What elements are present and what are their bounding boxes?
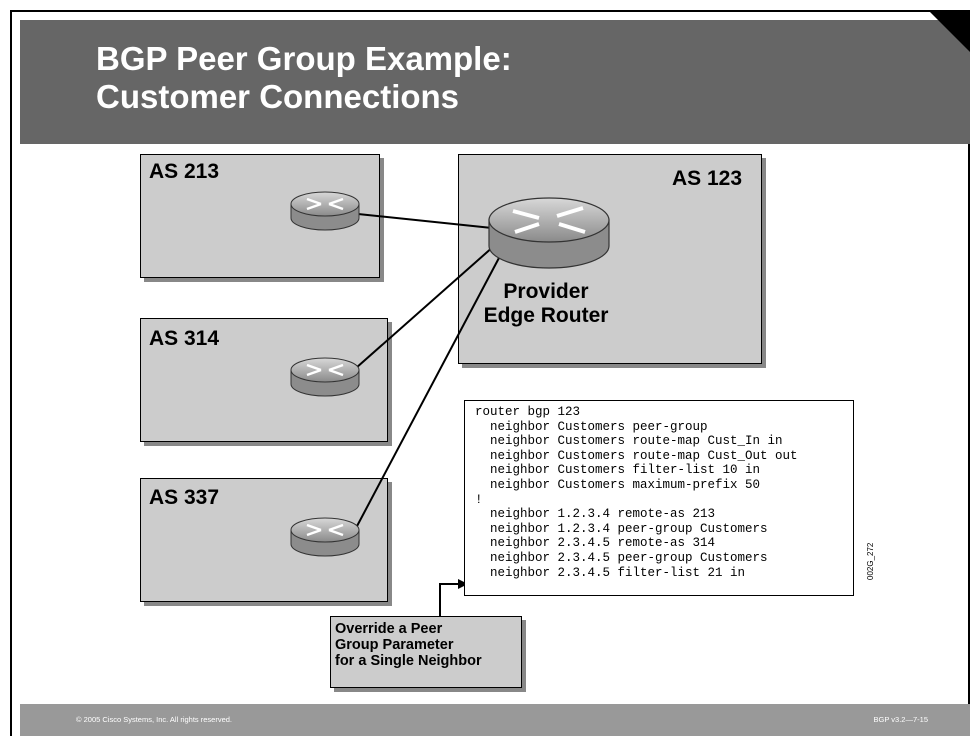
pe-label-line-1: Provider: [503, 280, 589, 303]
callout-box: Override a Peer Group Parameter for a Si…: [330, 616, 522, 688]
title-line-1: BGP Peer Group Example:: [96, 40, 512, 77]
config-line: neighbor Customers maximum-prefix 50: [475, 477, 761, 492]
config-line: router bgp 123: [475, 405, 581, 419]
as-314-label: AS 314: [149, 327, 220, 350]
link-as337: [355, 255, 501, 529]
course-code: BGP v3.2—7-15: [873, 715, 928, 724]
config-line: neighbor 1.2.3.4 remote-as 213: [475, 507, 716, 522]
callout-arrowhead: [458, 579, 468, 589]
slide-title: BGP Peer Group Example: Customer Connect…: [96, 40, 512, 116]
provider-edge-label: Provider Edge Router: [476, 280, 616, 328]
config-line: neighbor 1.2.3.4 peer-group Customers: [475, 521, 768, 536]
as-123-label: AS 123: [672, 167, 743, 190]
config-line: neighbor Customers route-map Cust_In in: [475, 434, 783, 449]
title-line-2: Customer Connections: [96, 78, 460, 115]
router-icon-as314: [290, 357, 360, 397]
provider-edge-router-icon: [488, 197, 610, 269]
callout-line-2: Group Parameter: [335, 637, 454, 653]
config-line: neighbor 2.3.4.5 remote-as 314: [475, 536, 716, 551]
config-line: neighbor Customers filter-list 10 in: [475, 463, 761, 478]
config-line: neighbor Customers peer-group: [475, 419, 708, 434]
config-line: !: [475, 492, 483, 507]
link-as213: [357, 213, 493, 229]
config-line: neighbor 2.3.4.5 peer-group Customers: [475, 550, 768, 565]
link-as314: [355, 245, 495, 369]
router-icon-as337: [290, 517, 360, 557]
callout-arrow: [439, 583, 462, 616]
pe-label-line-2: Edge Router: [483, 304, 609, 327]
title-bar: [20, 20, 970, 144]
config-line: neighbor 2.3.4.5 filter-list 21 in: [475, 565, 746, 580]
config-line: neighbor Customers route-map Cust_Out ou…: [475, 448, 798, 463]
config-listing: router bgp 123 neighbor Customers peer-g…: [464, 400, 854, 596]
as-213-label: AS 213: [149, 160, 220, 183]
corner-mark: [930, 12, 970, 52]
callout-line-1: Override a Peer: [335, 621, 443, 637]
figure-code: 002G_272: [866, 542, 875, 580]
callout-line-3: for a Single Neighbor: [335, 653, 482, 669]
copyright-text: © 2005 Cisco Systems, Inc. All rights re…: [76, 715, 233, 724]
footer-bar: [20, 704, 970, 736]
router-icon-as213: [290, 191, 360, 231]
as-337-label: AS 337: [149, 486, 220, 509]
